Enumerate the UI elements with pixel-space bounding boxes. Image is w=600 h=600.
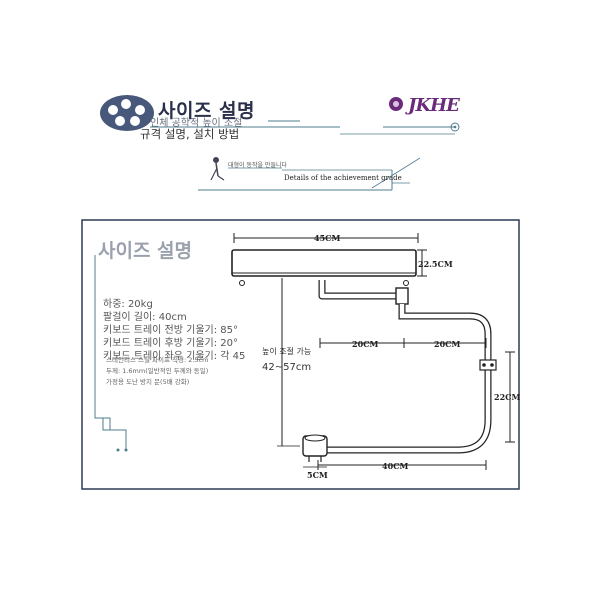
- dim-tray-height: 22.5CM: [418, 259, 453, 269]
- spec-arm-length: 팔걸이 길이: 40cm: [103, 312, 187, 323]
- brand-logo-icon: [389, 97, 403, 111]
- spec-thickness: 두께: 1.6mm(일반적인 두께와 동일): [106, 367, 209, 375]
- height-adjust-value: 42~57cm: [262, 362, 312, 373]
- spec-side-tilt: 키보드 트레이 좌우 기울기: 각 45: [103, 351, 246, 362]
- header-graphics: [100, 95, 460, 191]
- height-adjust-label: 높이 조절 가능: [262, 347, 312, 356]
- film-reel-icon: [100, 95, 154, 131]
- dim-vertical: 22CM: [494, 392, 521, 402]
- header-title: 사이즈 설명: [158, 100, 256, 122]
- panel-title: 사이즈 설명: [98, 240, 193, 262]
- dim-seg1: 20CM: [352, 339, 379, 349]
- details-label: Details of the achievement grade: [284, 174, 402, 182]
- spec-pipe-diameter: 스테인리스 스틸 파이프 직경: 2.5cm: [106, 356, 209, 364]
- keyboard-tray: [231, 249, 417, 277]
- target-icon: [450, 122, 460, 132]
- dim-top-width: 45CM: [314, 233, 341, 243]
- figure-icon: [210, 157, 225, 181]
- panel-frame: [81, 219, 520, 490]
- spec-back-tilt: 키보드 트레이 후방 기울기: 20°: [103, 338, 239, 349]
- header-subtitle: 규격 설명, 설치 방법: [140, 127, 240, 141]
- dim-clamp: 5CM: [307, 470, 328, 480]
- header-overlay-text: 인체 공학적 높이 조절: [150, 118, 243, 129]
- small-tag: 대형이 동작을 만들니다: [228, 162, 288, 169]
- brand-logo: JKHE: [408, 95, 460, 116]
- spec-front-tilt: 키보드 트레이 전방 기울기: 85°: [103, 325, 239, 336]
- adjust-knob: [479, 359, 497, 371]
- spec-security: 가정용 도난 방지 문(5배 강화): [106, 378, 190, 386]
- dim-base-length: 40CM: [382, 461, 409, 471]
- dim-seg2: 20CM: [434, 339, 461, 349]
- spec-load: 하중: 20kg: [103, 299, 153, 310]
